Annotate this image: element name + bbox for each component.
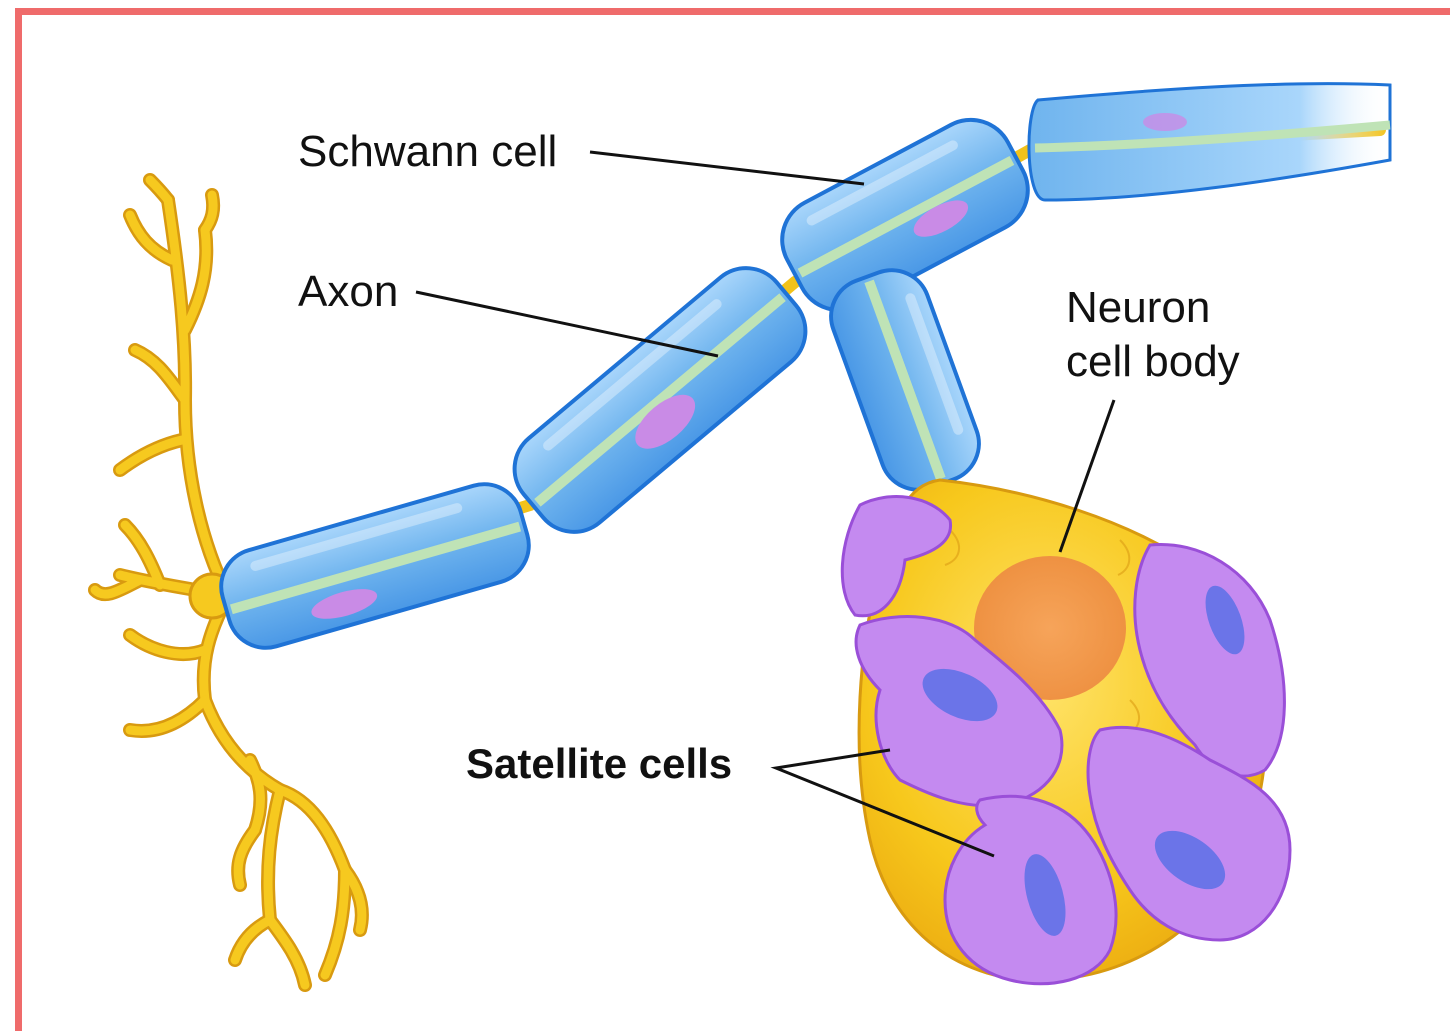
label-neuron-line2: cell body bbox=[1066, 337, 1240, 386]
label-neuron-line1: Neuron bbox=[1066, 283, 1210, 332]
schwann-cell-tail bbox=[1029, 84, 1390, 200]
schwann-leader-line bbox=[590, 152, 864, 184]
label-schwann-cell: Schwann cell bbox=[298, 127, 557, 176]
label-satellite-cells: Satellite cells bbox=[466, 740, 732, 787]
label-axon: Axon bbox=[298, 267, 398, 316]
schwann-cell-1 bbox=[212, 475, 538, 657]
schwann-cell-2 bbox=[498, 252, 822, 548]
schwann-cell-branch bbox=[820, 260, 989, 501]
